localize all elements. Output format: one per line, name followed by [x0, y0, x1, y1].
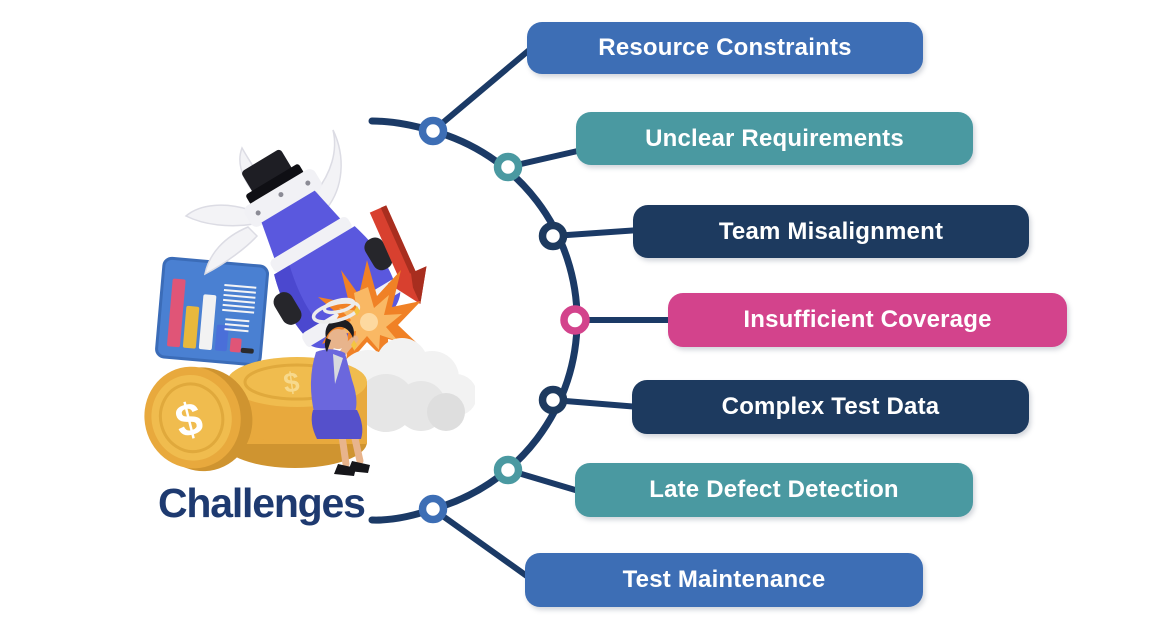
arc-nodes — [418, 116, 590, 524]
pill-label: Late Defect Detection — [649, 476, 899, 503]
pill-unclear-requirements: Unclear Requirements — [576, 112, 973, 165]
node-insufficient-coverage — [560, 305, 590, 335]
pill-label: Resource Constraints — [598, 34, 852, 61]
node-test-maintenance — [418, 494, 448, 524]
pill-team-misalignment: Team Misalignment — [633, 205, 1029, 258]
pill-late-defect-detection: Late Defect Detection — [575, 463, 973, 517]
diagram-title: Challenges — [158, 480, 366, 526]
pill-label: Team Misalignment — [718, 217, 944, 245]
red-down-arrow-icon — [369, 205, 427, 305]
node-team-misalignment — [538, 221, 568, 251]
pill-insufficient-coverage: Insufficient Coverage — [668, 293, 1067, 347]
node-complex-test-data — [538, 385, 568, 415]
smoke-cloud-icon — [338, 338, 475, 432]
pill-resource-constraints: Resource Constraints — [527, 22, 923, 74]
node-resource-constraints — [418, 116, 448, 146]
dizzy-businesswoman-icon — [310, 297, 370, 476]
pill-label: Unclear Requirements — [645, 124, 904, 152]
node-unclear-requirements — [493, 152, 523, 182]
pill-label: Complex Test Data — [721, 393, 940, 420]
dizzy-swirl-icon — [311, 297, 361, 324]
pill-test-maintenance: Test Maintenance — [525, 553, 923, 607]
pill-label: Test Maintenance — [622, 566, 826, 593]
pill-label: Insufficient Coverage — [743, 306, 992, 333]
node-late-defect-detection — [493, 455, 523, 485]
crashed-rocket-illustration: $ $ — [144, 129, 475, 476]
bar-chart-board-icon — [155, 256, 269, 367]
pill-complex-test-data: Complex Test Data — [632, 380, 1029, 434]
svg-text:$: $ — [282, 366, 302, 399]
